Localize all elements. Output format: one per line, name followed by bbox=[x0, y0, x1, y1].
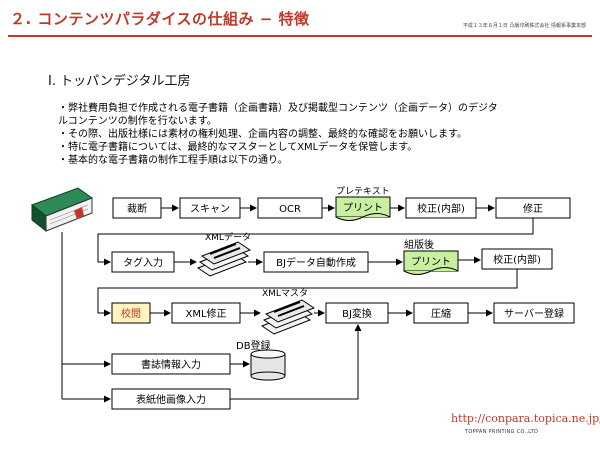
bullet-line: ・その際、出版社様には素材の権利処理、企画内容の調整、最終的な確認をお願いします… bbox=[58, 129, 467, 140]
step-scan: スキャン bbox=[190, 204, 230, 215]
step-review: 校閲 bbox=[121, 307, 141, 320]
step-fix: 修正 bbox=[523, 202, 543, 215]
flow-row-2: タグ入力 XMLデータ BJデータ自動作成 プリント 組版後 校正(内部) bbox=[111, 231, 553, 277]
step-cover-images: 表紙他画像入力 bbox=[136, 393, 206, 406]
step-ocr: OCR bbox=[279, 204, 301, 215]
step-print-2: プリント bbox=[411, 256, 451, 268]
label-db-register: DB登録 bbox=[236, 339, 271, 352]
label-after-layout: 組版後 bbox=[404, 238, 434, 251]
database-icon bbox=[250, 349, 286, 381]
title-divider bbox=[8, 35, 592, 37]
footer-company: TOPPAN PRINTING CO.,LTD bbox=[465, 429, 539, 435]
step-xml-fix: XML修正 bbox=[185, 307, 226, 320]
step-tag-input: タグ入力 bbox=[123, 256, 163, 269]
bullet-list: ・弊社費用負担で作成される電子書籍（企画書籍）及び掲載型コンテンツ（企画データ）… bbox=[58, 102, 568, 167]
label-xml-data: XMLデータ bbox=[205, 231, 251, 243]
step-proof-internal-1: 校正(内部) bbox=[417, 202, 465, 215]
step-cutting: 裁断 bbox=[127, 202, 147, 215]
step-compress: 圧縮 bbox=[431, 307, 451, 320]
header-meta: 平成１３年８月１日 凸版印刷株式会社 情報系事業本部 bbox=[462, 23, 586, 29]
side-inputs: 書誌情報入力 表紙他画像入力 DB登録 bbox=[61, 232, 362, 410]
step-print-1: プリント bbox=[343, 202, 383, 214]
footer-url[interactable]: http://conpara.topica.ne.jp/ bbox=[451, 412, 600, 425]
bullet-line: ルコンテンツの制作を行ないます。 bbox=[58, 116, 217, 127]
xml-master-icon bbox=[260, 299, 316, 335]
step-bib-info: 書誌情報入力 bbox=[141, 358, 201, 371]
bullet-line: ・基本的な電子書籍の制作工程手順は以下の通り。 bbox=[58, 155, 288, 166]
flow-row-1: 裁断 スキャン OCR プリント 校正(内部) 修正 プレテキスト bbox=[112, 186, 571, 221]
page-title: ２. コンテンツパラダイスの仕組み − 特徴 bbox=[10, 10, 310, 28]
step-server-register: サーバー登録 bbox=[504, 307, 564, 320]
book-icon bbox=[30, 187, 94, 233]
step-bj-auto: BJデータ自動作成 bbox=[276, 256, 356, 269]
label-xml-master: XMLマスタ bbox=[262, 288, 308, 299]
step-bj-convert: BJ変換 bbox=[342, 307, 372, 320]
section-title: Ⅰ. トッパンデジタル工房 bbox=[48, 74, 191, 89]
xml-data-icon bbox=[196, 241, 252, 277]
step-proof-internal-2: 校正(内部) bbox=[493, 253, 541, 266]
label-pre-text: プレテキスト bbox=[336, 186, 390, 197]
flow-row-3: 校閲 XML修正 XMLマスタ BJ変換 圧縮 サーバー登録 bbox=[111, 288, 575, 335]
bullet-line: ・特に電子書籍については、最終的なマスターとしてXMLデータを保管します。 bbox=[58, 142, 418, 153]
bullet-line: ・弊社費用負担で作成される電子書籍（企画書籍）及び掲載型コンテンツ（企画データ）… bbox=[58, 103, 498, 114]
